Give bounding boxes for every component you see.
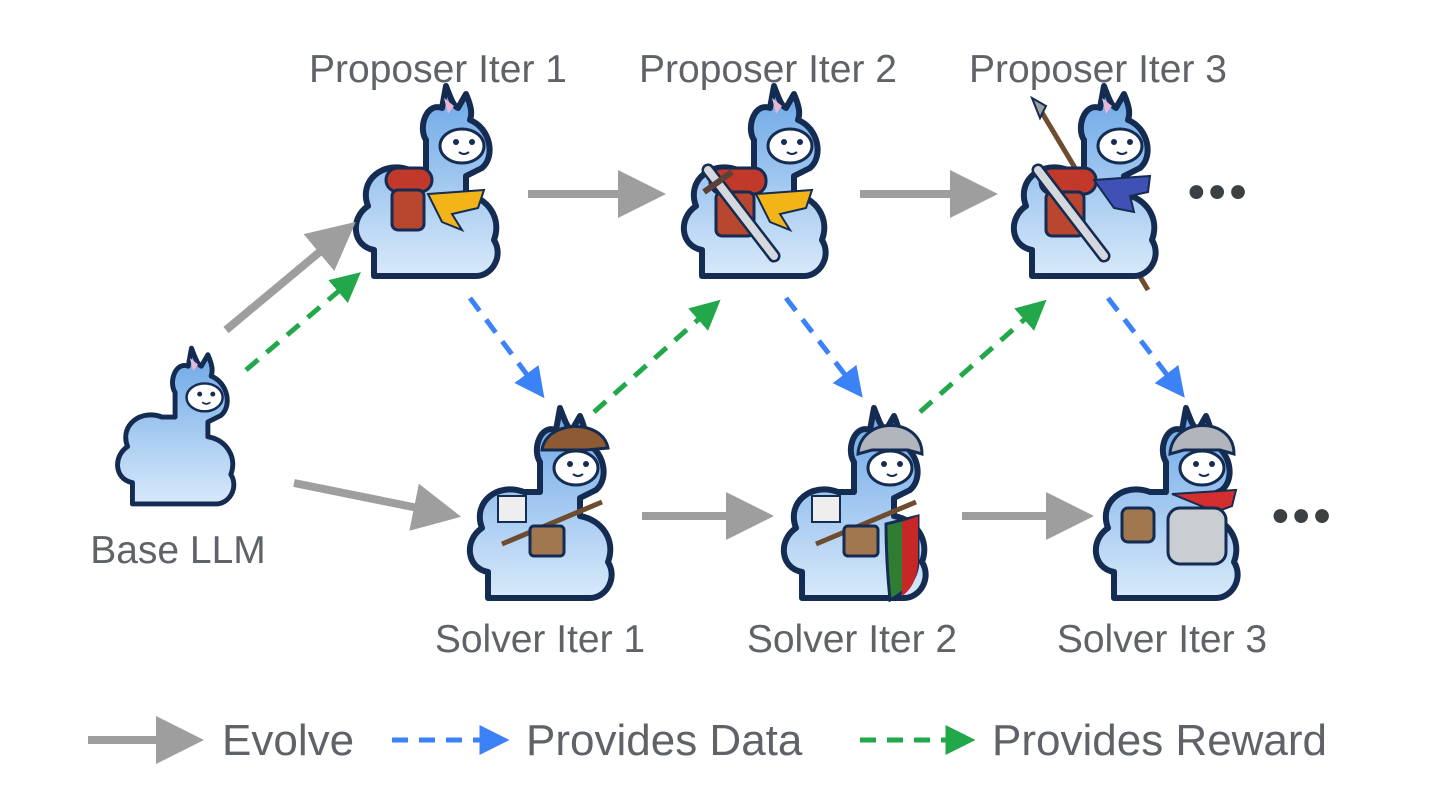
solver-iter-1-label: Solver Iter 1 (435, 618, 645, 661)
sword-icon (701, 163, 781, 263)
backpack-icon (384, 166, 434, 232)
evolve-arrows (223, 170, 1094, 540)
proposer-iter-2-llama (680, 83, 829, 279)
reward-arrow-solver1-to-proposer2 (592, 299, 721, 414)
proposer-continuation-ellipsis: ••• (1188, 166, 1250, 219)
reward-arrow-base-to-proposer1 (244, 272, 361, 372)
legend-provides-reward-label: Provides Reward (992, 716, 1327, 765)
data-arrows (467, 296, 1185, 399)
base-llm-llama (115, 345, 237, 507)
sword-icon (1031, 163, 1111, 263)
blue-scarf-icon (1092, 174, 1152, 214)
scarf-icon (754, 188, 814, 233)
helmet-icon (856, 424, 924, 457)
base-llm-label: Base LLM (90, 529, 266, 572)
legend-provides-data-label: Provides Data (526, 716, 803, 765)
armor-icon (1120, 506, 1228, 566)
data-arrow-proposer2-to-solver2 (784, 296, 863, 398)
solver-iter-2-llama (780, 405, 929, 603)
evolve-arrow-base-to-proposer1 (223, 221, 356, 334)
leather-cap-icon (540, 425, 610, 452)
proposer-iter-1-llama (352, 83, 501, 279)
proposer-iter-1-label: Proposer Iter 1 (309, 48, 567, 91)
satchel-icon (501, 499, 603, 558)
reward-arrow-solver2-to-proposer3 (918, 299, 1047, 414)
reward-arrows (244, 272, 1047, 414)
scarf-icon (426, 188, 486, 233)
legend-evolve-label: Evolve (222, 716, 354, 765)
legend: Evolve Provides Data Provides Reward (88, 716, 1327, 765)
solver-iter-2-label: Solver Iter 2 (747, 618, 957, 661)
helmet-icon (1168, 424, 1236, 457)
satchel-icon (815, 499, 917, 558)
proposer-iter-2-label: Proposer Iter 2 (639, 48, 897, 91)
solver-iter-1-llama (466, 405, 615, 601)
solver-continuation-ellipsis: ••• (1272, 490, 1334, 543)
solver-iter-3-label: Solver Iter 3 (1057, 618, 1267, 661)
data-arrow-proposer1-to-solver1 (467, 296, 545, 399)
solver-iter-3-llama (1092, 405, 1241, 601)
proposer-iter-3-llama (1010, 83, 1159, 292)
evolve-arrow-base-to-solver1 (293, 479, 462, 531)
data-arrow-proposer3-to-solver3 (1106, 296, 1185, 398)
proposer-iter-3-label: Proposer Iter 3 (969, 48, 1227, 91)
red-scarf-icon (1171, 488, 1238, 514)
shield-icon (884, 514, 920, 603)
